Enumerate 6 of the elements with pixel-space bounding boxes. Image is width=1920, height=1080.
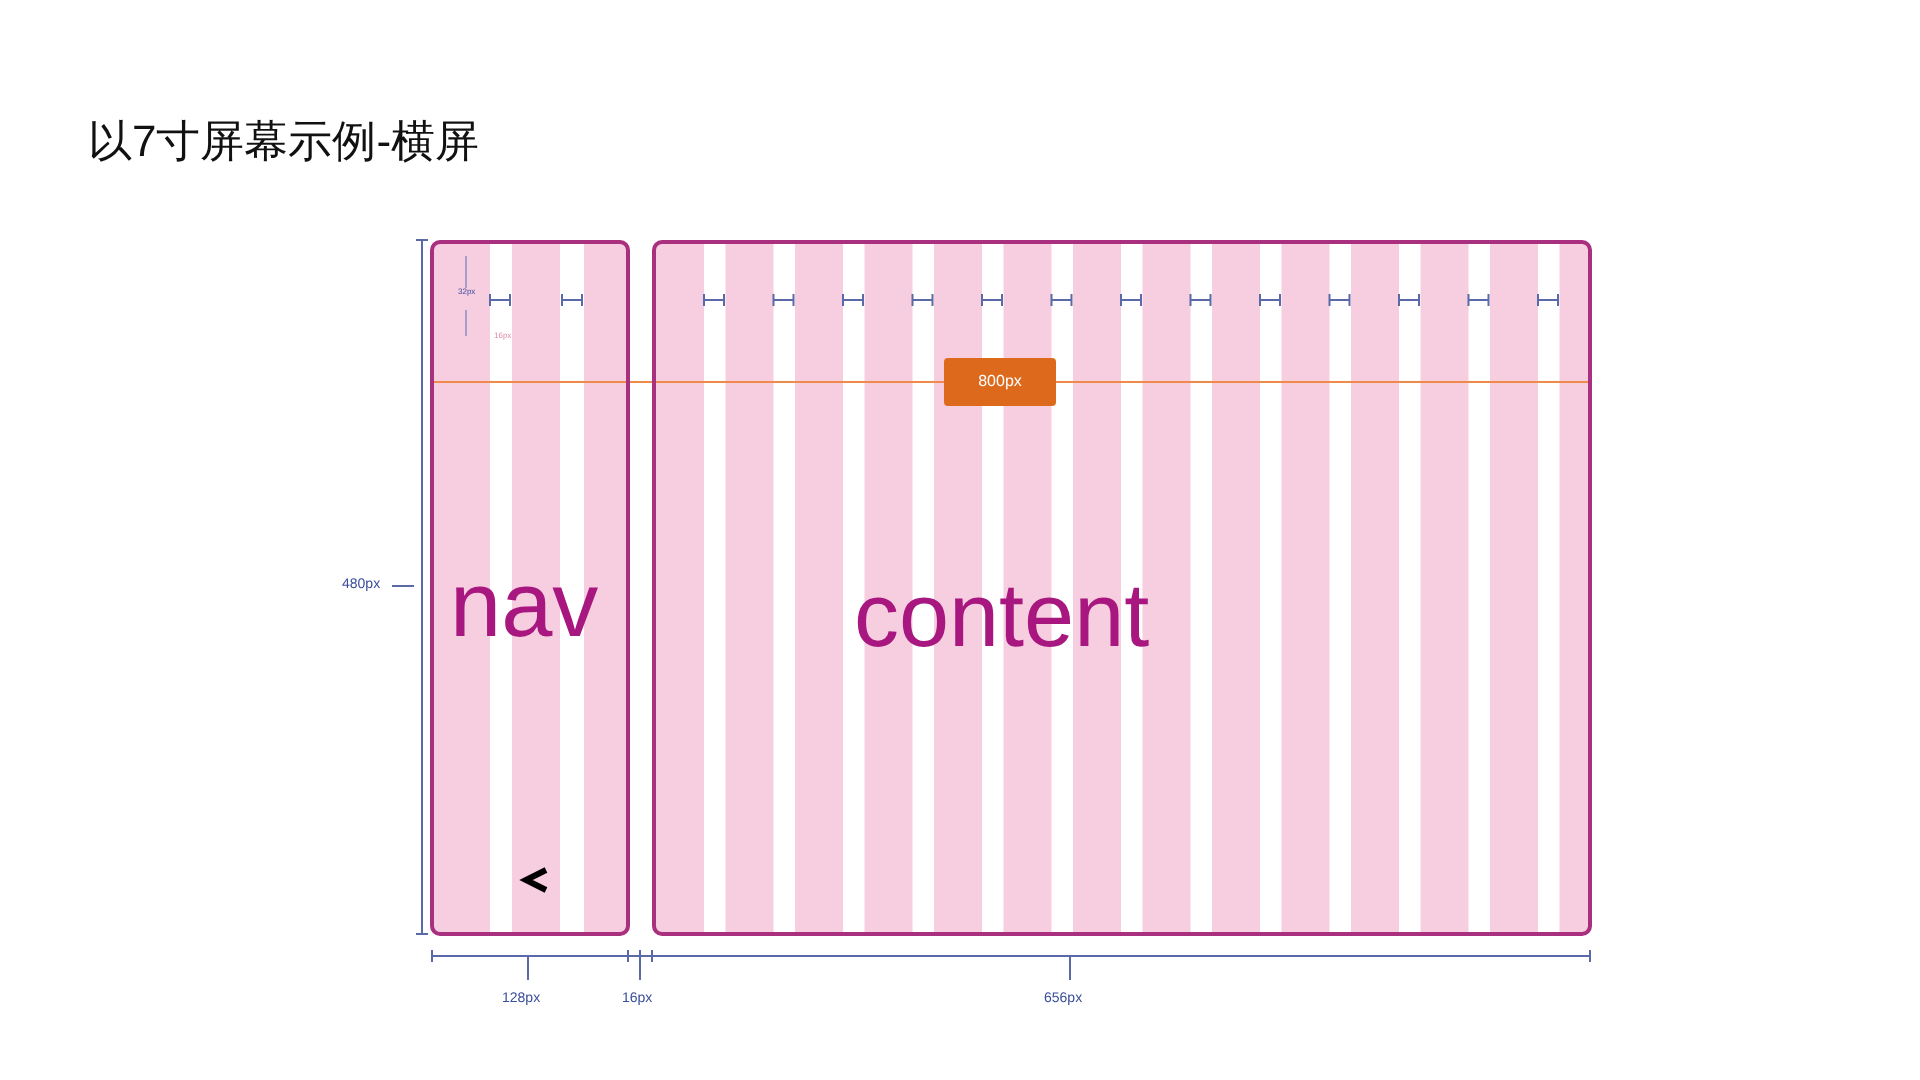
dimension-badge: 800px [944, 358, 1056, 406]
layout-panel [430, 240, 630, 936]
title: 以7寸屏幕示例-横屏 [88, 116, 480, 169]
panel-label: nav [450, 558, 599, 650]
panel-label: content [854, 570, 1150, 660]
layout-panel [652, 240, 1592, 936]
